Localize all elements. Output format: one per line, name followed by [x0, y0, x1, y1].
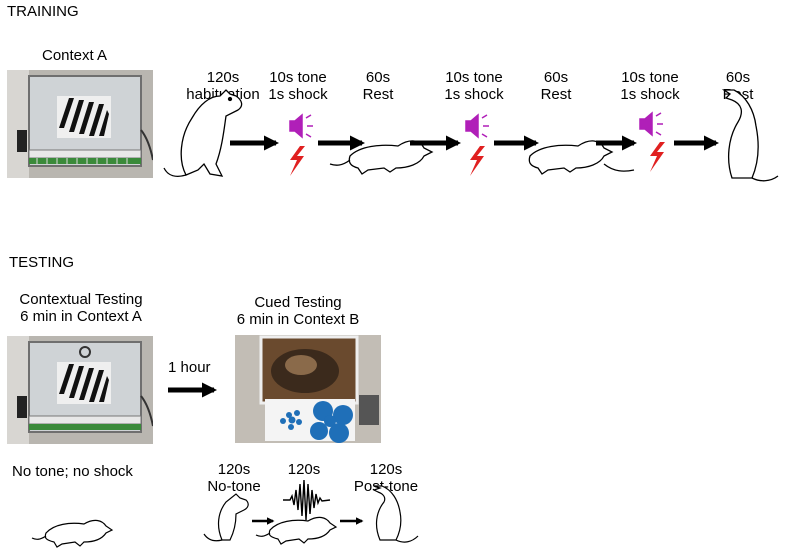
context-a-chamber-photo [7, 70, 153, 178]
rearing-rat-icon [372, 485, 419, 543]
shock-bolt-icon [470, 146, 485, 176]
resting-rat-icon [255, 516, 338, 545]
interval-label: 1 hour [168, 359, 211, 376]
cued-step-tone-label: 120s [287, 461, 321, 478]
rearing-rat-icon [203, 493, 249, 542]
speaker-icon [289, 113, 313, 139]
no-tone-no-shock-note: No tone; no shock [12, 463, 133, 480]
resting-rat-icon [31, 519, 114, 548]
training-heading: TRAINING [7, 3, 79, 20]
rearing-rat-icon [163, 89, 243, 177]
rearing-rat-icon [721, 89, 779, 182]
context-a-label: Context A [42, 47, 108, 64]
resting-rat-icon [528, 140, 635, 175]
tone-waveform-icon [283, 479, 331, 521]
resting-rat-icon [329, 140, 434, 175]
testing-heading: TESTING [9, 254, 75, 271]
shock-bolt-icon [650, 142, 665, 172]
shock-bolt-icon [290, 146, 305, 176]
contextual-testing-chamber-photo [7, 336, 153, 444]
speaker-icon [639, 111, 663, 137]
context-b-chamber-photo [235, 335, 381, 443]
speaker-icon [465, 113, 489, 139]
